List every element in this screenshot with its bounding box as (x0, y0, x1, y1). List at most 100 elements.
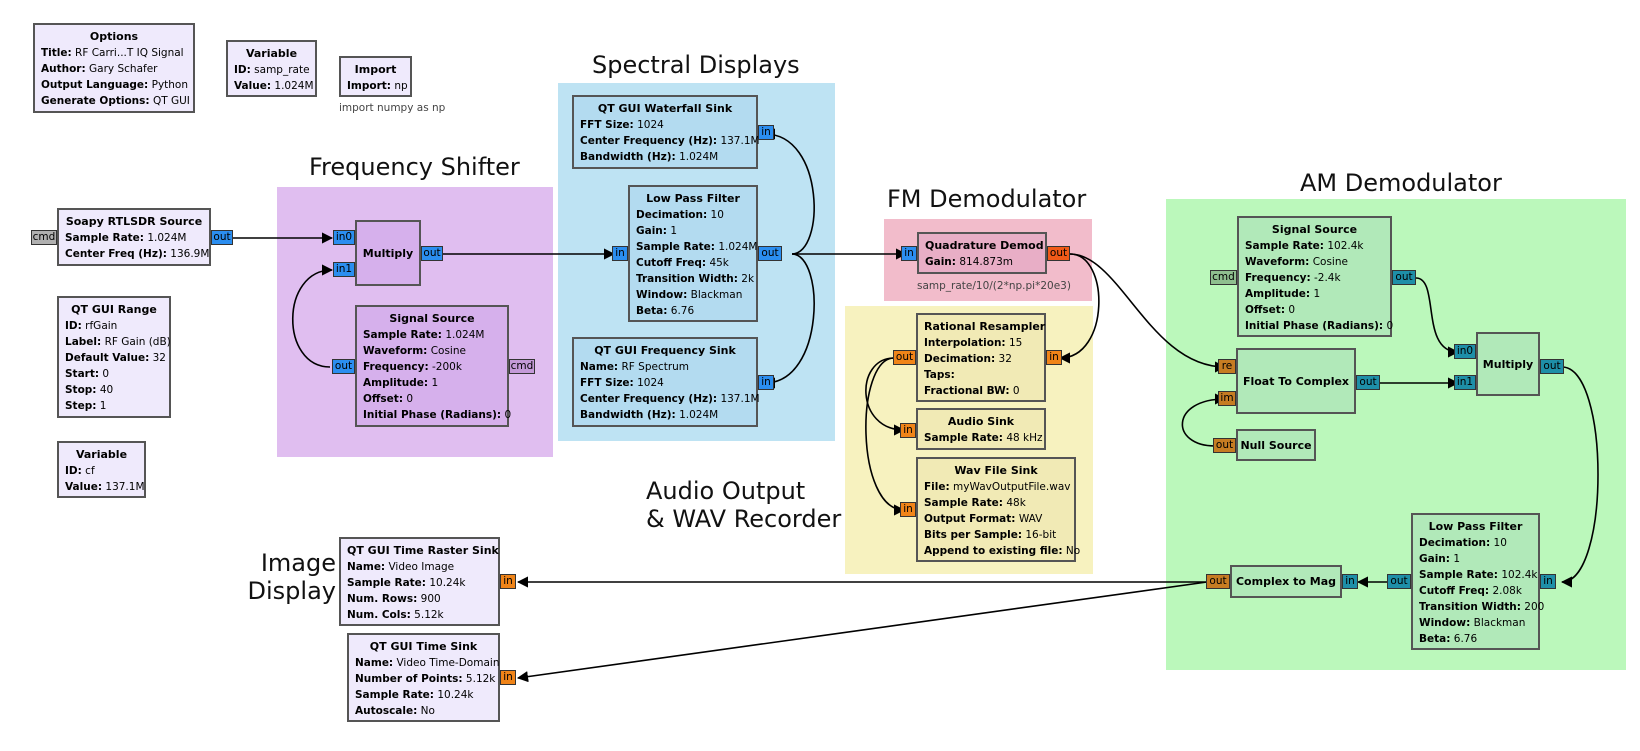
param-value: 40 (99, 384, 114, 396)
block-qt-gui-time-raster-sink[interactable]: QT GUI Time Raster Sink Name: Video Imag… (339, 537, 500, 626)
port-lpf-am-in[interactable]: in (1540, 574, 1556, 589)
port-freqsink-in[interactable]: in (758, 375, 774, 390)
param-label: Output Format: (924, 513, 1016, 525)
param-label: Step: (65, 400, 97, 412)
block-multiply-shifter[interactable]: Multiply (355, 220, 421, 286)
param-value: Video Image (388, 561, 455, 573)
import-comment: import numpy as np (339, 102, 446, 114)
port-quad-in[interactable]: in (901, 246, 917, 261)
port-f2c-out[interactable]: out (1356, 375, 1380, 390)
port-f2c-im[interactable]: im (1218, 391, 1236, 406)
param-value: 200 (1524, 601, 1545, 613)
param-label: Bits per Sample: (924, 529, 1023, 541)
block-signal-source-title: Signal Source (389, 312, 475, 325)
param-value: 1.024M (274, 80, 314, 92)
param-label: Offset: (363, 393, 404, 405)
block-multiply-am[interactable]: Multiply (1476, 332, 1540, 396)
port-signal-source-cmd[interactable]: cmd (509, 359, 535, 374)
param-label: Waveform: (1245, 256, 1310, 268)
port-multiply-in1[interactable]: in1 (333, 262, 355, 277)
port-multiply-am-out[interactable]: out (1540, 359, 1564, 374)
block-options[interactable]: Options Title: RF Carri...T IQ Signal Au… (33, 23, 195, 113)
port-c2mag-out[interactable]: out (1206, 574, 1230, 589)
port-multiply-am-in0[interactable]: in0 (1454, 344, 1476, 359)
port-f2c-re[interactable]: re (1218, 359, 1236, 374)
block-low-pass-filter-rf[interactable]: Low Pass Filter Decimation: 10 Gain: 1 S… (628, 185, 758, 322)
block-qt-gui-waterfall-sink[interactable]: QT GUI Waterfall Sink FFT Size: 1024 Cen… (572, 95, 760, 169)
param-value: 102.4k (1501, 569, 1538, 581)
block-variable-samp-rate[interactable]: Variable ID: samp_rate Value: 1.024M (226, 40, 317, 97)
port-multiply-out[interactable]: out (421, 246, 443, 261)
port-lpf-out[interactable]: out (758, 246, 782, 261)
block-qt-gui-range[interactable]: QT GUI Range ID: rfGain Label: RF Gain (… (57, 296, 171, 418)
block-signal-source-shifter[interactable]: Signal Source Sample Rate: 1.024M Wavefo… (355, 305, 511, 427)
port-signal-source-out[interactable]: out (332, 359, 355, 374)
param-label: Center Frequency (Hz): (580, 135, 718, 147)
port-quad-out[interactable]: out (1047, 246, 1070, 261)
param-value: Video Time-Domain (396, 657, 500, 669)
param-label: Initial Phase (Radians): (363, 409, 502, 421)
wire-null-to-f2c (1181, 393, 1227, 447)
port-signal-source-am-out[interactable]: out (1392, 270, 1416, 285)
param-label: Transition Width: (1419, 601, 1521, 613)
param-value: 1024 (637, 377, 664, 389)
port-lpf-am-out[interactable]: out (1387, 574, 1411, 589)
port-wav-sink-in[interactable]: in (900, 502, 916, 517)
region-title-image-line1: Image (260, 549, 336, 577)
block-quad-title: Quadrature Demod (925, 239, 1044, 252)
port-lpf-in[interactable]: in (612, 246, 628, 261)
param-value: 10.24k (437, 689, 474, 701)
port-c2mag-in[interactable]: in (1342, 574, 1358, 589)
port-waterfall-in[interactable]: in (758, 125, 774, 140)
port-soapy-cmd[interactable]: cmd (31, 230, 57, 245)
param-value: 6.76 (670, 305, 695, 317)
block-signal-source-am[interactable]: Signal Source Sample Rate: 102.4k Wavefo… (1237, 216, 1393, 337)
block-qt-gui-frequency-sink[interactable]: QT GUI Frequency Sink Name: RF Spectrum … (572, 337, 760, 427)
param-value: 48 kHz (1006, 432, 1043, 444)
block-rational-resampler[interactable]: Rational Resampler Interpolation: 15 Dec… (916, 313, 1046, 402)
param-label: Autoscale: (355, 705, 418, 717)
wire-resampler-to-wav (865, 357, 906, 516)
param-label: Amplitude: (363, 377, 429, 389)
param-label: Offset: (1245, 304, 1286, 316)
port-multiply-in0[interactable]: in0 (333, 230, 355, 245)
block-complex-to-mag[interactable]: Complex to Mag (1230, 565, 1342, 598)
param-value: -2.4k (1314, 272, 1341, 284)
block-lpf-am-title: Low Pass Filter (1428, 520, 1523, 533)
param-label: Output Language: (41, 79, 149, 91)
port-multiply-am-in1[interactable]: in1 (1454, 375, 1476, 390)
block-soapy-rtlsdr-source[interactable]: Soapy RTLSDR Source Sample Rate: 1.024M … (57, 208, 211, 266)
port-signal-source-am-cmd[interactable]: cmd (1210, 270, 1237, 285)
param-label: Sample Rate: (363, 329, 442, 341)
block-low-pass-filter-am[interactable]: Low Pass Filter Decimation: 10 Gain: 1 S… (1411, 513, 1544, 650)
block-float-to-complex[interactable]: Float To Complex (1236, 348, 1356, 414)
block-variable-cf[interactable]: Variable ID: cf Value: 137.1M (57, 441, 146, 498)
param-value: 102.4k (1327, 240, 1364, 252)
param-label: Sample Rate: (1245, 240, 1324, 252)
block-qt-gui-time-sink[interactable]: QT GUI Time Sink Name: Video Time-Domain… (347, 633, 500, 722)
port-resampler-in[interactable]: in (1046, 350, 1062, 365)
block-variable-title: Variable (245, 47, 298, 60)
port-soapy-out[interactable]: out (211, 230, 233, 245)
block-multiply-title: Multiply (362, 246, 414, 260)
param-value: 1 (1453, 553, 1461, 565)
param-label: Decimation: (1419, 537, 1491, 549)
param-value: 0 (1012, 385, 1020, 397)
param-value: 1024 (637, 119, 664, 131)
block-quadrature-demod[interactable]: Quadrature Demod Gain: 814.873m (917, 232, 1047, 274)
param-label: Num. Cols: (347, 609, 411, 621)
block-audio-sink[interactable]: Audio Sink Sample Rate: 48 kHz (916, 408, 1046, 450)
param-value: 0 (406, 393, 414, 405)
block-import[interactable]: Import Import: np (339, 56, 412, 97)
param-value: 5.12k (414, 609, 444, 621)
port-raster-in[interactable]: in (500, 574, 516, 589)
port-audio-sink-in[interactable]: in (900, 423, 916, 438)
port-resampler-out[interactable]: out (893, 350, 916, 365)
param-value: 1.024M (679, 151, 719, 163)
port-timesink-in[interactable]: in (500, 670, 516, 685)
param-value: 137.1M (105, 481, 145, 493)
block-null-source[interactable]: Null Source (1236, 429, 1316, 461)
block-wav-file-sink[interactable]: Wav File Sink File: myWavOutputFile.wav … (916, 457, 1080, 562)
port-null-source-out[interactable]: out (1213, 438, 1236, 453)
block-f2c-title: Float To Complex (1242, 374, 1350, 388)
